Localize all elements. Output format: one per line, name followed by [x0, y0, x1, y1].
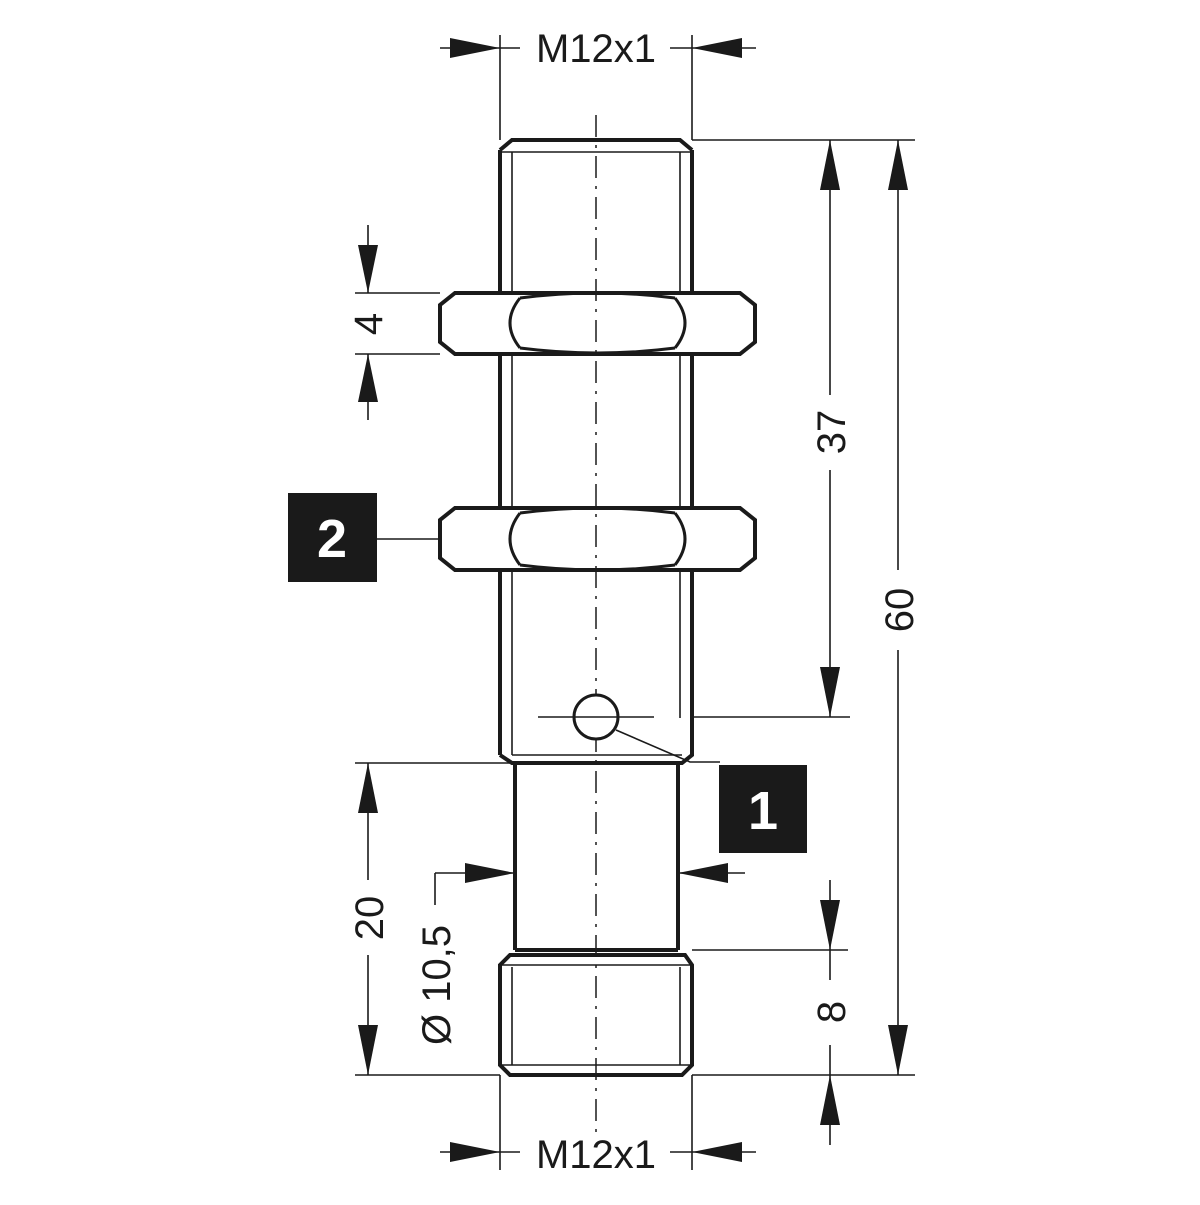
callout-nut: 2	[288, 493, 440, 582]
callout-nut-label: 2	[317, 509, 347, 569]
dim-nut-thickness-label: 4	[347, 313, 391, 335]
callout-sensing-point: 1	[615, 729, 807, 853]
dim-thread-top: M12x1	[440, 27, 756, 140]
callout-sensing-point-label: 1	[748, 781, 778, 841]
dim-overall-length-label: 60	[878, 588, 922, 633]
dim-diameter: Ø 10,5	[415, 863, 745, 1045]
dim-nut-thickness: 4	[347, 225, 440, 420]
nut-lower	[438, 506, 757, 572]
dim-overall-length: 60	[692, 140, 922, 1076]
dim-connector-length: 20	[348, 762, 515, 1076]
dim-sensing-to-top: 37	[692, 139, 915, 717]
dim-thread-bottom: M12x1	[440, 1075, 756, 1177]
dim-bottom-thread-length: 8	[692, 880, 854, 1145]
nut-upper	[438, 291, 757, 356]
dim-diameter-label: Ø 10,5	[415, 925, 459, 1045]
dim-thread-bottom-label: M12x1	[536, 1133, 656, 1177]
sensing-point-marker	[538, 693, 850, 741]
sensor-body	[498, 138, 694, 765]
dim-connector-length-label: 20	[348, 896, 392, 941]
dim-sensing-to-top-label: 37	[810, 410, 854, 455]
connector-section	[498, 763, 694, 1077]
dim-thread-top-label: M12x1	[536, 27, 656, 71]
dim-bottom-thread-length-label: 8	[810, 1001, 854, 1023]
